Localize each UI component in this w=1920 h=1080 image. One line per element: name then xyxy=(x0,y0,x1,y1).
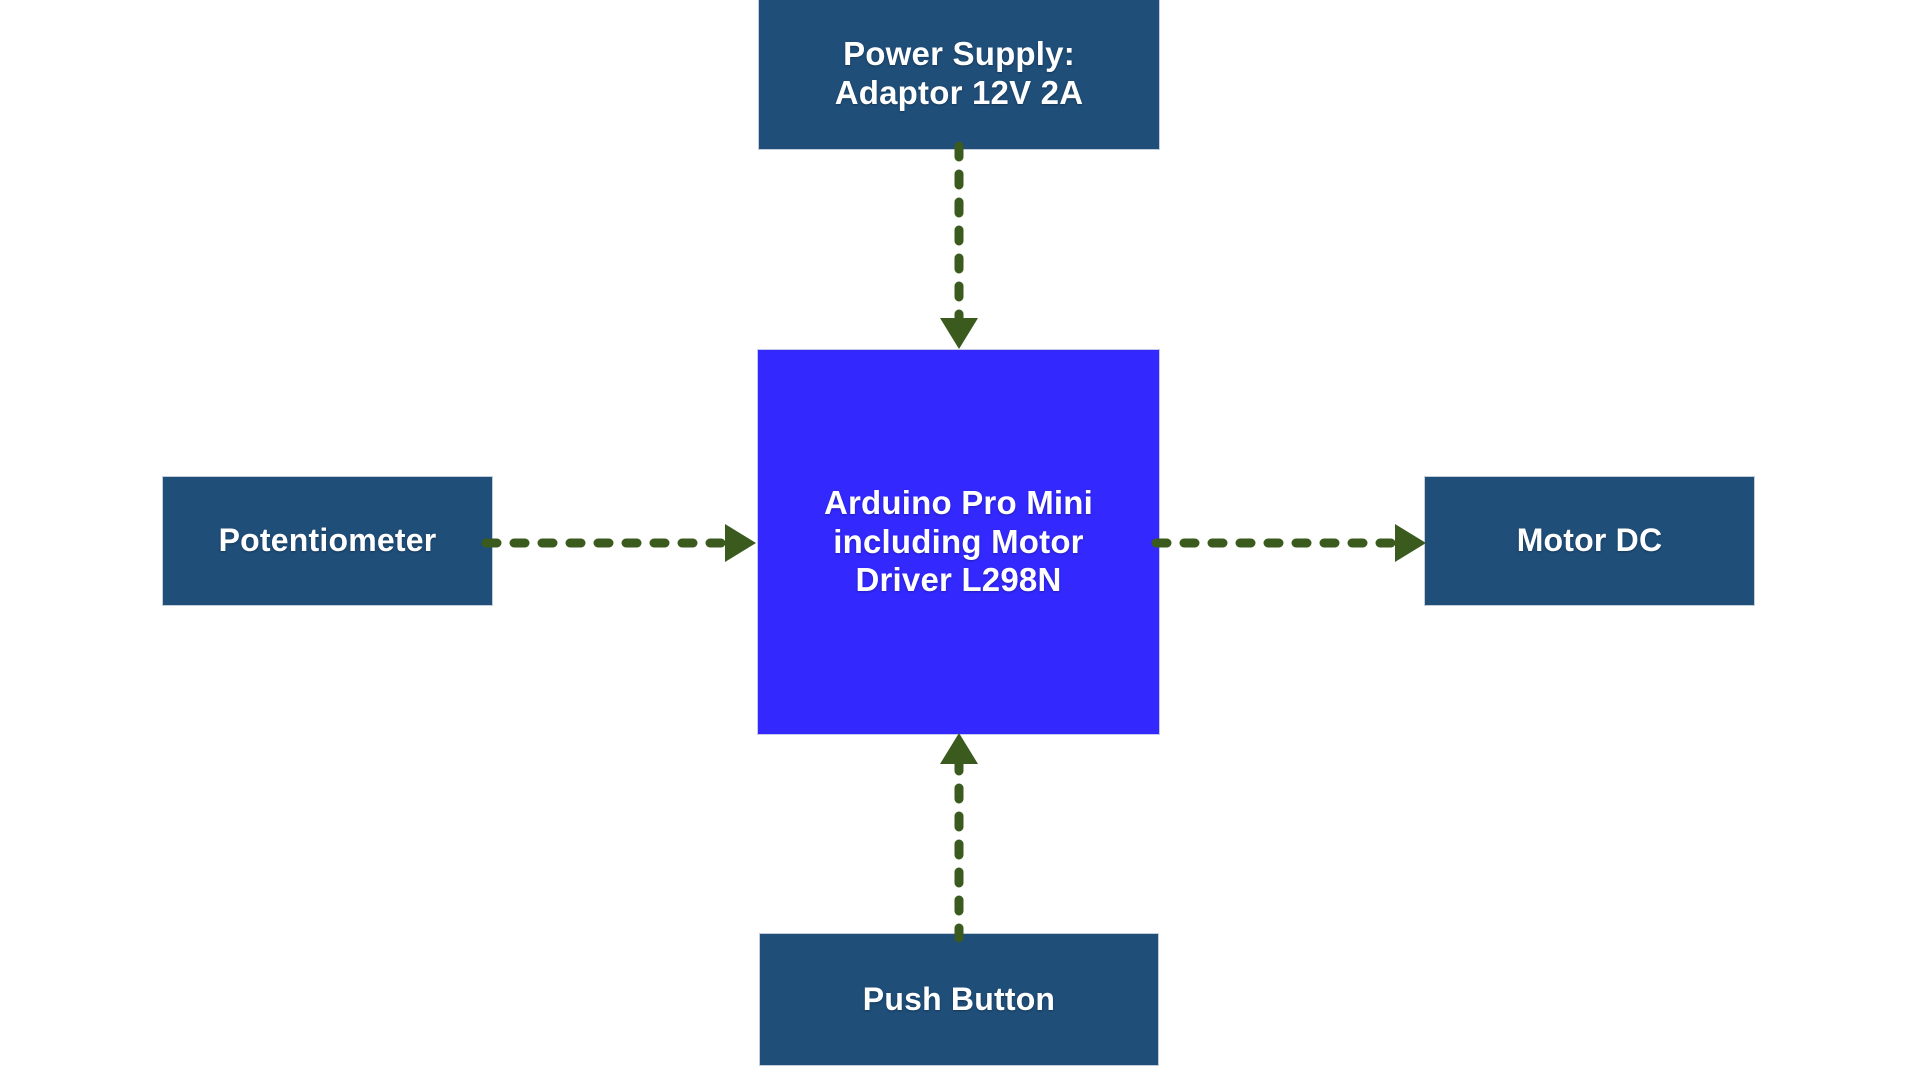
arrowhead-right-icon xyxy=(1395,524,1426,562)
node-motor-dc[interactable]: Motor DC xyxy=(1424,476,1755,606)
node-potentiometer[interactable]: Potentiometer xyxy=(162,476,493,606)
connector-potentiometer-to-arduino xyxy=(481,524,756,562)
node-arduino-pro-mini[interactable]: Arduino Pro Mini including Motor Driver … xyxy=(757,349,1160,735)
node-push-button-label: Push Button xyxy=(862,980,1056,1017)
node-potentiometer-label: Potentiometer xyxy=(218,522,437,559)
node-push-button[interactable]: Push Button xyxy=(759,933,1159,1066)
connector-push-button-to-arduino xyxy=(940,733,978,943)
arrowhead-up-icon xyxy=(940,733,978,764)
node-arduino-pro-mini-label: Arduino Pro Mini including Motor Driver … xyxy=(823,483,1093,599)
node-power-supply[interactable]: Power Supply: Adaptor 12V 2A xyxy=(758,0,1160,150)
node-power-supply-label: Power Supply: Adaptor 12V 2A xyxy=(834,35,1084,111)
arrowhead-down-icon xyxy=(940,318,978,349)
arrowhead-right-icon xyxy=(725,524,756,562)
connector-arduino-to-motor-dc xyxy=(1151,524,1426,562)
node-motor-dc-label: Motor DC xyxy=(1516,522,1663,559)
connector-power-supply-to-arduino xyxy=(940,141,978,349)
